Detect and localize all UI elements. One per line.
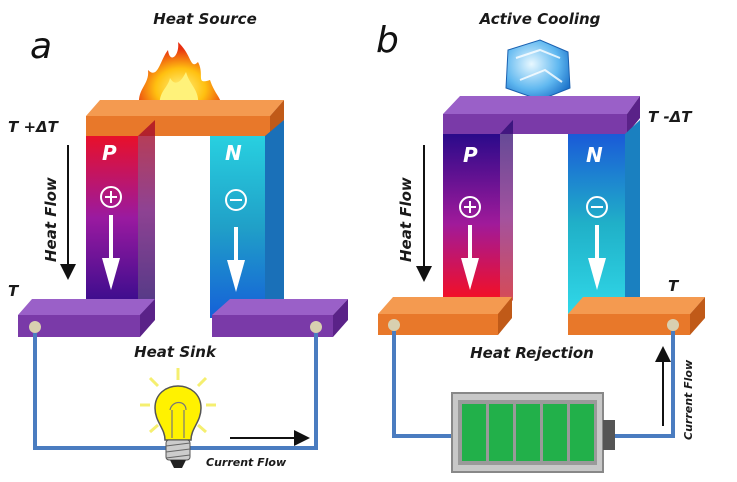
terminal: [310, 321, 322, 333]
light-bulb-icon: [140, 368, 216, 468]
down-arrow-icon: [227, 227, 245, 292]
terminal: [29, 321, 41, 333]
heat-rejection-plate-left: [378, 297, 512, 335]
p-label: P: [102, 141, 117, 165]
n-type-leg: N: [568, 120, 640, 314]
hot-plate: [86, 100, 284, 136]
terminal: [388, 319, 400, 331]
heat-sink-plate-left: [18, 299, 155, 337]
heat-flow-label: Heat Flow: [397, 177, 415, 262]
plus-icon: [100, 186, 122, 208]
terminal: [667, 319, 679, 331]
ice-cube-icon: [505, 39, 571, 101]
heat-rejection-label: Heat Rejection: [470, 344, 594, 362]
active-cooling-label: Active Cooling: [479, 10, 601, 28]
heat-sink-plate-right: [212, 299, 348, 337]
cold-temperature-label: T: [8, 282, 20, 300]
down-arrow-icon: [588, 225, 606, 290]
panel-letter: b: [376, 20, 399, 61]
hot-temperature-label: T: [668, 277, 680, 295]
current-flow-label: Current Flow: [682, 359, 695, 440]
n-type-leg: N: [210, 120, 284, 318]
minus-icon: [225, 189, 247, 211]
cold-temperature-label: T -ΔT: [648, 108, 693, 126]
heat-source-label: Heat Source: [153, 10, 257, 28]
p-type-leg: P: [86, 120, 155, 318]
cold-plate: [443, 96, 640, 134]
heat-sink-label: Heat Sink: [134, 343, 217, 361]
p-label: P: [463, 143, 478, 167]
flame-icon: [138, 42, 222, 108]
heat-rejection-plate-right: [568, 297, 705, 335]
plus-icon: [459, 196, 481, 218]
minus-icon: [586, 196, 608, 218]
panel-letter: a: [30, 26, 52, 67]
battery-icon: [451, 392, 615, 473]
current-flow-label: Current Flow: [206, 456, 287, 469]
panel-b: b Active Cooling P N: [376, 10, 705, 473]
hot-temperature-label: T +ΔT: [8, 118, 60, 136]
n-label: N: [586, 143, 603, 167]
p-type-leg: P: [443, 120, 513, 314]
down-arrow-icon: [102, 215, 120, 290]
n-label: N: [225, 141, 242, 165]
down-arrow-icon: [461, 225, 479, 290]
circuit-wire: [392, 331, 675, 438]
panel-a: a Heat Source P N: [8, 10, 348, 469]
heat-flow-label: Heat Flow: [42, 177, 60, 262]
